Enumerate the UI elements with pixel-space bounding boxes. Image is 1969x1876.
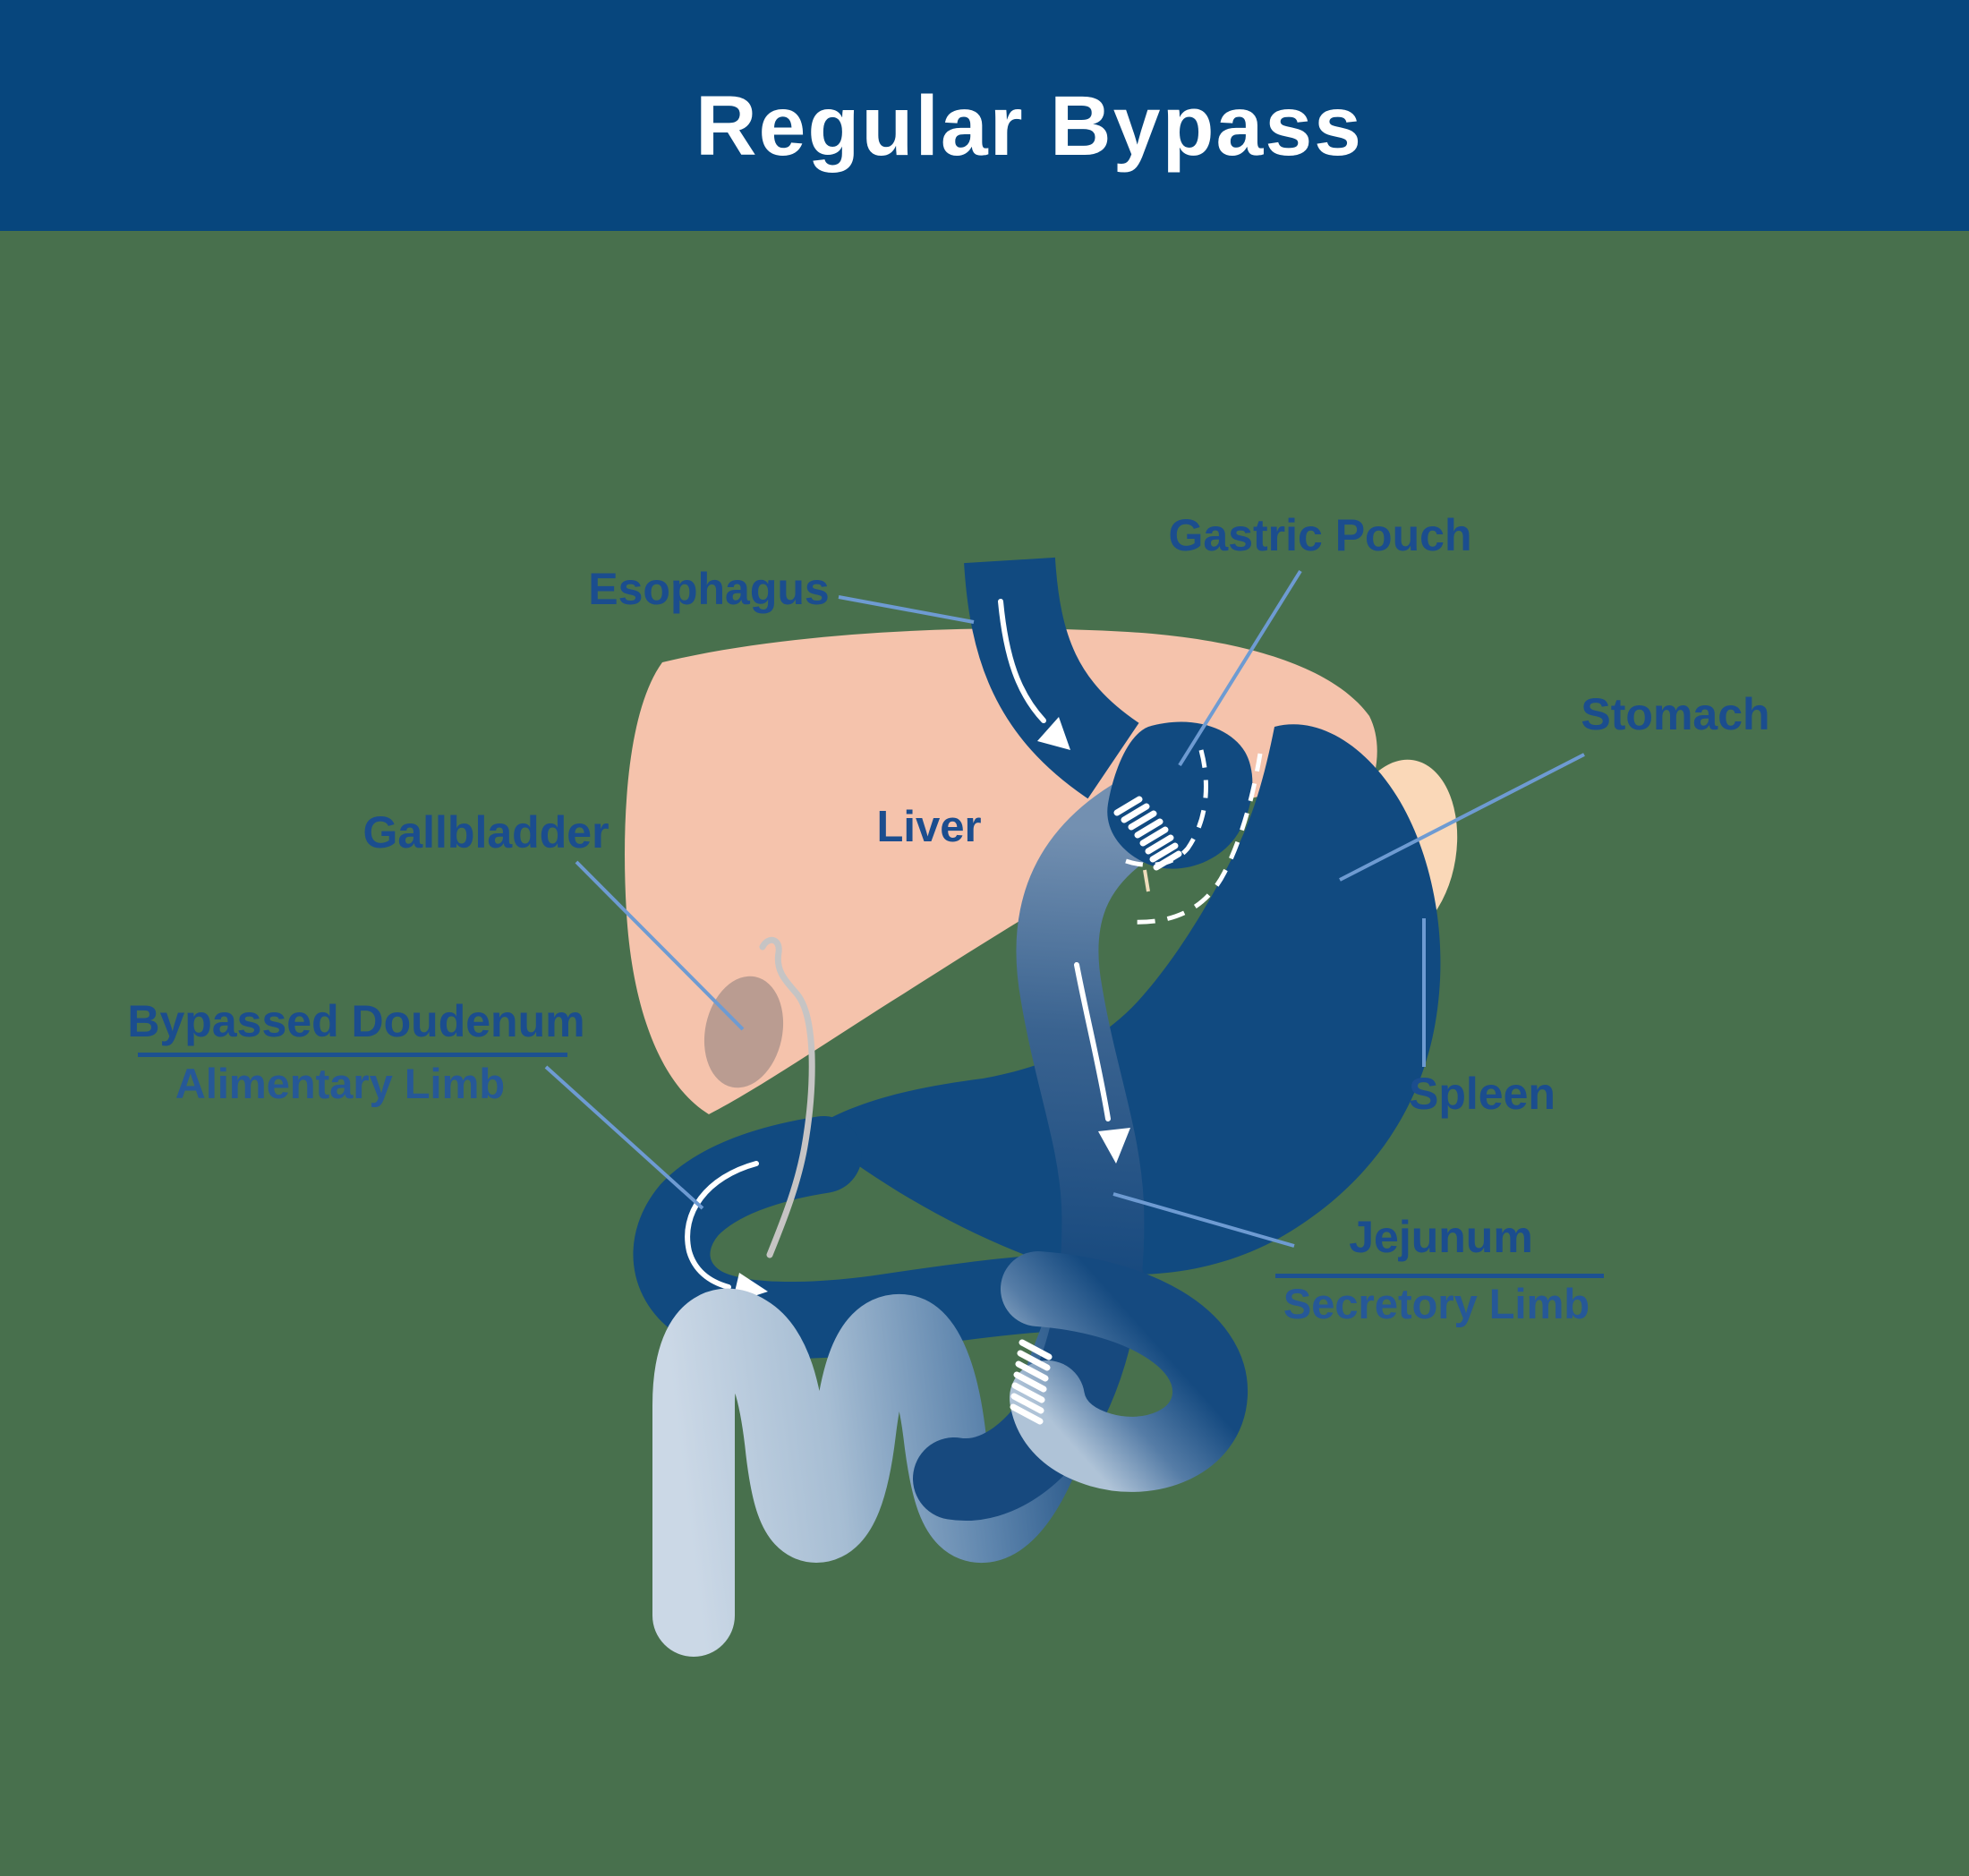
tube-flow-arrow <box>1074 962 1111 1121</box>
esophagus-leader <box>838 595 975 624</box>
gallbladder-shape <box>703 976 784 1088</box>
bypassed-duodenum-underline <box>138 1053 567 1057</box>
pouch-cut-dashes <box>1125 749 1208 867</box>
bypassed-duodenum-label: Bypassed Doudenum <box>127 996 584 1046</box>
stomach-leader <box>1339 753 1585 882</box>
esophagus-tube <box>964 557 1140 799</box>
leader-lines <box>544 569 1585 1248</box>
secretory-limb-label: Secretory Limb <box>1283 1280 1590 1327</box>
gallbladder-label: Gallbladder <box>362 807 609 857</box>
staple-line-lower <box>1010 1339 1053 1425</box>
esophagus-arrowhead-icon <box>1037 717 1070 750</box>
tube-arrowhead-icon <box>1098 1128 1130 1164</box>
spleen-label: Spleen <box>1409 1069 1556 1119</box>
esophagus-flow-arrow <box>998 599 1046 723</box>
jejunum-loop <box>1001 1251 1248 1492</box>
page-title: Regular Bypass <box>695 79 1363 174</box>
header-bar <box>0 0 1969 231</box>
esophagus-label: Esophagus <box>588 564 829 614</box>
alimentary-limb-label: Alimentary Limb <box>175 1060 505 1107</box>
gastric-pouch-leader <box>1178 569 1302 767</box>
jejunum-label: Jejunum <box>1349 1212 1533 1262</box>
gastric-pouch-label: Gastric Pouch <box>1169 510 1472 560</box>
bile-duct <box>759 936 815 1258</box>
liver-label: Liver <box>876 803 981 851</box>
esophagus <box>964 557 1140 799</box>
tissue-seam <box>1143 869 1150 892</box>
duodenum-flow-arrow <box>685 1161 759 1290</box>
stomach-cut-dashes <box>1129 753 1263 925</box>
jejunum-underline <box>1275 1274 1604 1278</box>
stomach-shape <box>810 724 1441 1275</box>
alimentary-leader <box>544 1065 704 1210</box>
gallbladder-leader <box>575 860 745 1031</box>
jejunum-leader <box>1112 1192 1295 1248</box>
stomach-label: Stomach <box>1581 689 1769 739</box>
